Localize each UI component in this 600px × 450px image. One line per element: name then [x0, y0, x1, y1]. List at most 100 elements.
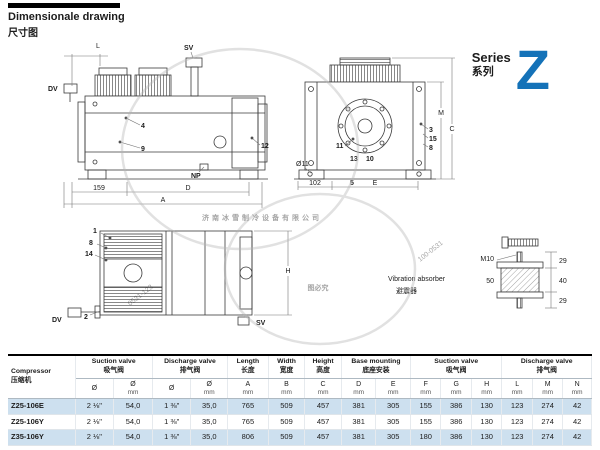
callout-10: 10 — [366, 156, 374, 163]
callout-9: 9 — [141, 146, 145, 153]
value-cell: 35,0 — [190, 429, 229, 447]
col-symbol: H — [484, 380, 490, 388]
value-cell: 2 ⅛" — [75, 414, 115, 431]
col-symbol: Ø — [168, 384, 175, 392]
value-cell: 509 — [268, 398, 306, 415]
front-view-dimension-lines — [63, 51, 263, 208]
col-symbol: E — [390, 380, 396, 388]
callout-11: 11 — [336, 143, 344, 150]
callout-2: 2 — [84, 314, 88, 321]
value-cell: 457 — [304, 398, 342, 415]
value-cell: 274 — [532, 398, 564, 415]
value-cell: 35,0 — [190, 414, 229, 431]
watermark-seal-circle-2 — [223, 192, 417, 346]
series-block: Series 系列 Z — [471, 42, 550, 98]
value-cell: 123 — [501, 414, 533, 431]
dim-hole-11: Ø11 — [296, 161, 309, 168]
value-cell: 42 — [562, 414, 592, 431]
value-cell: 509 — [268, 414, 306, 431]
value-cell: 381 — [341, 398, 377, 415]
value-cell: 274 — [532, 429, 564, 447]
dim-29-bottom: 29 — [559, 298, 567, 305]
watermark-seal-circle — [120, 47, 360, 251]
value-cell: 180 — [410, 429, 442, 447]
col-group-label-en: Compressor — [11, 368, 52, 376]
front-view: L SV DV 4 9 12 NP 159 D A — [48, 43, 269, 208]
dim-D: D — [185, 185, 190, 192]
col-symbol: B — [284, 380, 289, 388]
watermark-phone-right: 100-0531 — [417, 240, 445, 264]
value-cell: 54,0 — [113, 414, 153, 431]
col-symbol: Ø — [130, 380, 136, 388]
col-unit: mm — [281, 388, 292, 396]
callout-1: 1 — [93, 228, 97, 235]
col-group-label-cn: 宽度 — [279, 366, 294, 374]
col-group-label-en: Width — [277, 358, 296, 365]
value-cell: 386 — [440, 429, 472, 447]
col-symbol: D — [356, 380, 362, 388]
value-cell: 806 — [227, 429, 269, 447]
col-symbol: Ø — [206, 380, 212, 388]
top-view: H 1 8 14 2 DV SV — [52, 228, 292, 327]
col-group-label-cn: 底座安装 — [362, 366, 390, 374]
model-cell: Z25-106E — [8, 398, 76, 415]
watermark-company: 济南冰雪制冷设备有限公司 — [202, 213, 322, 222]
side-view-dimension-lines — [297, 57, 455, 190]
page-header: Dimensionale drawing 尺寸图 — [8, 3, 125, 39]
label-sv-front: SV — [184, 45, 194, 52]
value-cell: 123 — [501, 398, 533, 415]
dim-H: H — [285, 268, 290, 275]
col-unit: mm — [420, 388, 432, 396]
value-cell: 1 ⅜" — [152, 414, 192, 431]
col-symbol: F — [423, 380, 428, 388]
model-cell: Z35-106Y — [8, 429, 76, 447]
header-bar — [8, 3, 120, 8]
callout-4: 4 — [141, 123, 145, 130]
value-cell: 130 — [471, 429, 503, 447]
top-view-linework — [67, 230, 253, 326]
col-unit: mm — [450, 388, 462, 396]
series-label-cn: 系列 — [471, 65, 494, 78]
value-cell: 274 — [532, 414, 564, 431]
series-letter: Z — [515, 38, 550, 101]
col-unit: mm — [127, 388, 139, 396]
value-cell: 457 — [304, 414, 342, 431]
page-title: Dimensionale drawing — [8, 11, 125, 23]
value-cell: 2 ⅛" — [75, 429, 115, 447]
top-view-dimension-lines — [89, 230, 292, 316]
col-unit: mm — [542, 388, 554, 396]
value-cell: 1 ⅜" — [152, 398, 192, 415]
value-cell: 765 — [227, 414, 269, 431]
col-unit: mm — [511, 388, 523, 396]
callout-14: 14 — [85, 251, 93, 258]
col-symbol: Ø — [91, 384, 98, 392]
callout-8-side: 8 — [429, 145, 433, 152]
value-cell: 123 — [501, 429, 533, 447]
col-unit: mm — [387, 388, 399, 396]
value-cell: 130 — [471, 398, 503, 415]
col-group-label-cn: 吸气阀 — [103, 366, 124, 374]
dim-A: A — [161, 197, 166, 204]
dim-M: M — [438, 110, 444, 117]
dimensional-drawing: L SV DV 4 9 12 NP 159 D A — [48, 43, 567, 346]
